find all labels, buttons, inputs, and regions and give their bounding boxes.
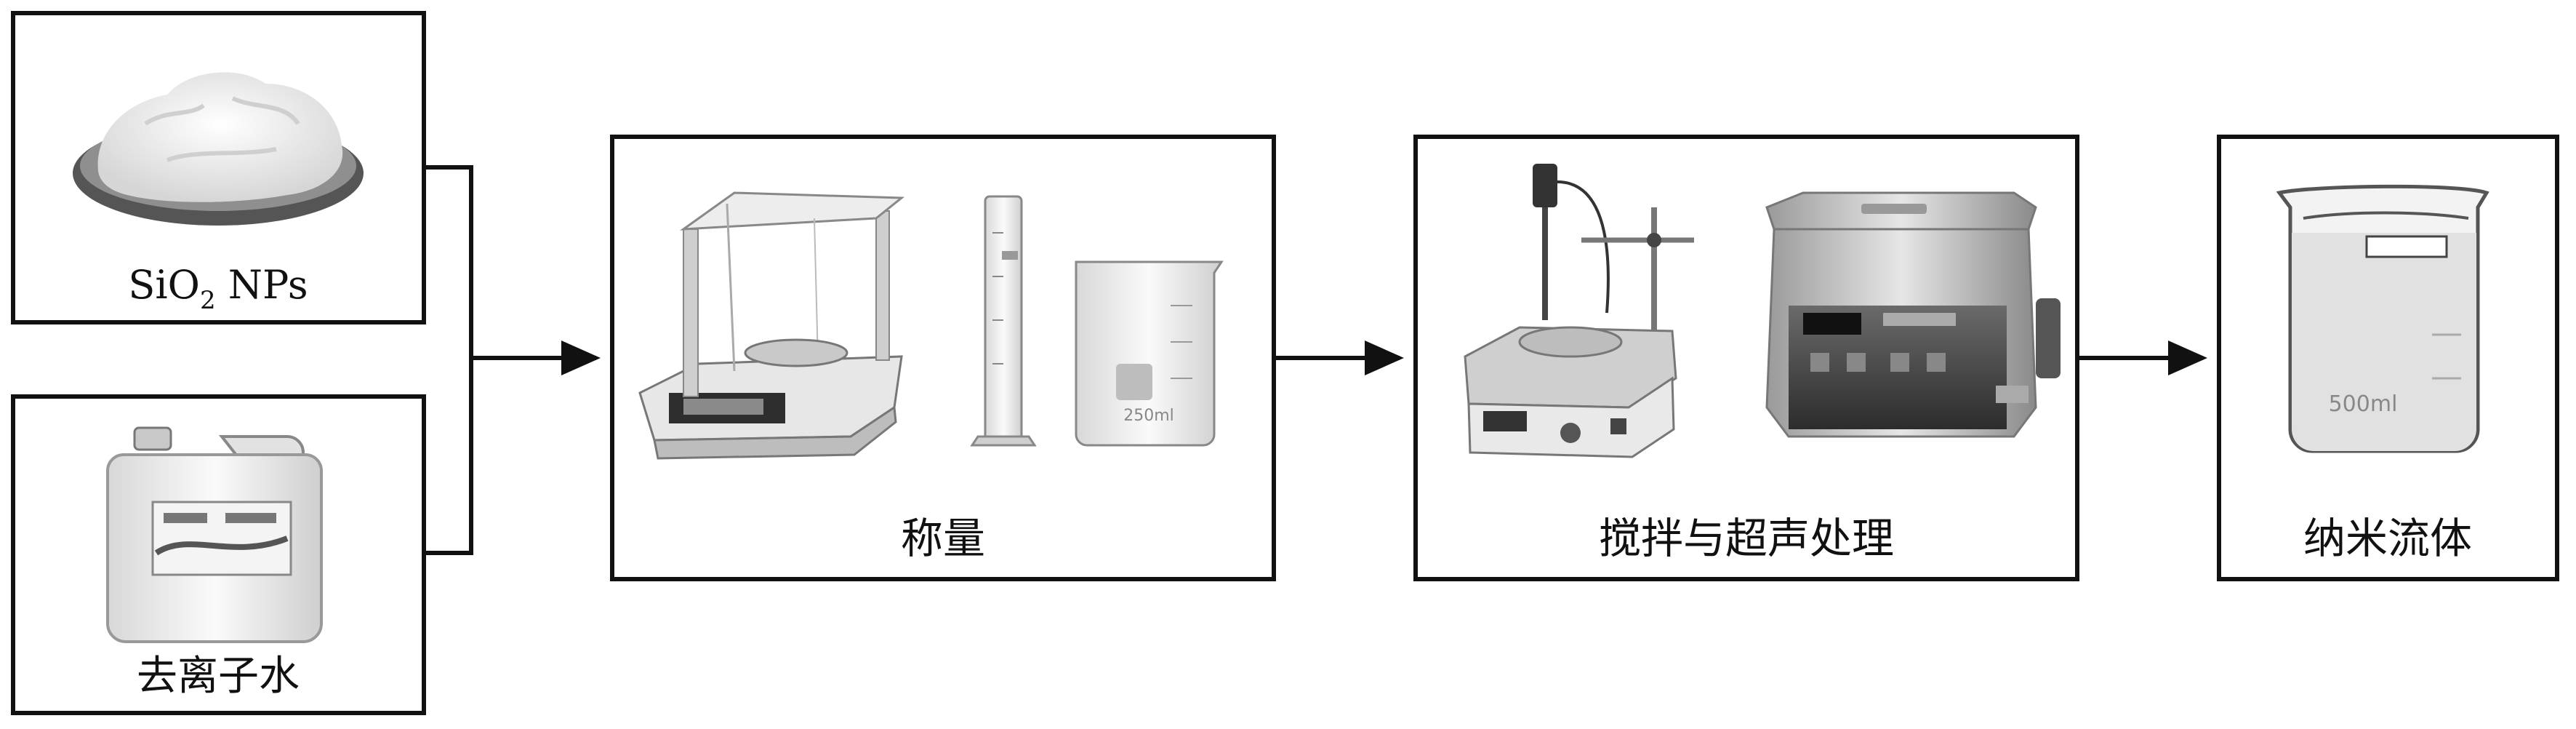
- weighing-step-box: 250ml 称量: [610, 135, 1276, 581]
- beaker-icon: 250ml: [1075, 260, 1224, 447]
- magnetic-stirrer-icon: [1464, 164, 1694, 458]
- nanofluid-beaker-icon: 500ml: [2276, 184, 2489, 453]
- water-input-box: 去离子水: [11, 394, 426, 715]
- small-beaker-mark: 250ml: [1123, 407, 1174, 425]
- silica-powder-plate-icon: [73, 72, 364, 226]
- weighing-step-label: 称量: [901, 514, 985, 563]
- large-beaker-mark: 500ml: [2329, 391, 2398, 417]
- water-label: 去离子水: [137, 653, 300, 700]
- merge-connector: [424, 165, 601, 555]
- ultrasonic-cleaner-icon: [1765, 191, 2061, 438]
- mixing-step-box: 搅拌与超声处理: [1413, 135, 2079, 581]
- graduated-cylinder-icon: [970, 195, 1037, 447]
- analytical-balance-icon: [638, 191, 905, 460]
- water-jug-icon: [106, 426, 323, 643]
- silica-label: SiO2 NPs: [128, 262, 308, 315]
- nanofluid-step-label: 纳米流体: [2303, 514, 2472, 563]
- silica-input-box: SiO2 NPs: [11, 11, 426, 324]
- nanofluid-step-box: 500ml 纳米流体: [2217, 135, 2559, 581]
- mixing-step-label: 搅拌与超声处理: [1599, 514, 1894, 563]
